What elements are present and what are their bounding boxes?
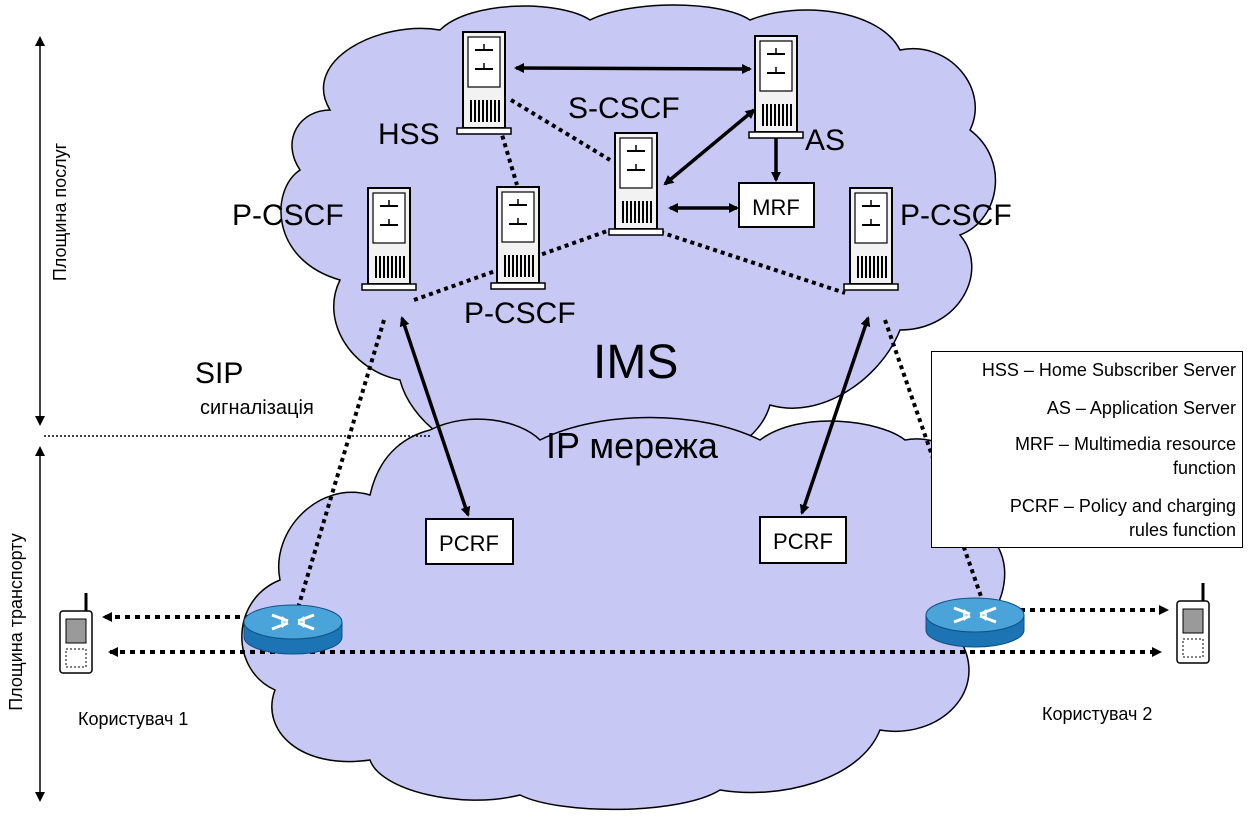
s-cscf-label: S-CSCF: [568, 92, 680, 125]
user2-phone-icon: [1175, 581, 1211, 665]
signaling-label: сигналізація: [200, 397, 314, 419]
mrf-box: [738, 182, 815, 228]
pcrf-right-label: PCRF: [773, 529, 833, 554]
ip-network-label: IP мережа: [546, 425, 719, 466]
transport-plane-label: Площина транспорту: [6, 533, 26, 711]
pcrf-left-label: PCRF: [439, 531, 499, 556]
legend-box: HSS – Home Subscriber Server AS – Applic…: [931, 351, 1243, 548]
legend-hss-text: HSS – Home Subscriber Server: [981, 360, 1236, 380]
mrf-label: MRF: [752, 195, 800, 220]
service-plane-label: Площина послуг: [50, 142, 70, 281]
legend-item-pcrf: PCRF – Policy and charging rules functio…: [1010, 494, 1236, 542]
as-label: AS: [805, 124, 845, 157]
legend-mrf-line2: function: [1172, 458, 1236, 478]
p-cscf-left-server-icon: [361, 187, 417, 291]
p-cscf-middle-label: P-CSCF: [464, 297, 576, 330]
p-cscf-right-server-icon: [843, 187, 899, 291]
p-cscf-left-label: P-CSCF: [232, 199, 344, 232]
ip-network-cloud: [241, 416, 1006, 811]
legend-pcrf-line1: PCRF – Policy and charging: [1009, 496, 1236, 516]
plane-dividers: [35, 36, 430, 802]
ims-label: IMS: [593, 336, 678, 389]
legend-pcrf-line2: rules function: [1128, 520, 1236, 540]
hss-server-icon: [456, 31, 512, 135]
hss-label: HSS: [378, 118, 440, 151]
sip-label: SIP: [195, 357, 243, 390]
pcrf-left-box: [425, 518, 514, 565]
user1-phone-icon: [58, 591, 94, 675]
legend-item-hss: HSS – Home Subscriber Server: [982, 358, 1236, 382]
as-server-icon: [748, 35, 804, 139]
router-left-icon: [242, 603, 344, 656]
pcrf-right-box: [759, 516, 847, 564]
legend-mrf-line1: MRF – Multimedia resource: [1014, 434, 1236, 454]
s-cscf-server-icon: [608, 132, 664, 236]
user2-label: Користувач 2: [1042, 704, 1152, 724]
legend-item-as: AS – Application Server: [1047, 396, 1236, 420]
p-cscf-right-label: P-CSCF: [900, 199, 1012, 232]
user1-label: Користувач 1: [78, 709, 188, 729]
router-right-icon: [924, 596, 1026, 649]
p-cscf-middle-server-icon: [490, 186, 546, 290]
legend-as-text: AS – Application Server: [1046, 398, 1236, 418]
legend-item-mrf: MRF – Multimedia resource function: [1015, 432, 1236, 480]
